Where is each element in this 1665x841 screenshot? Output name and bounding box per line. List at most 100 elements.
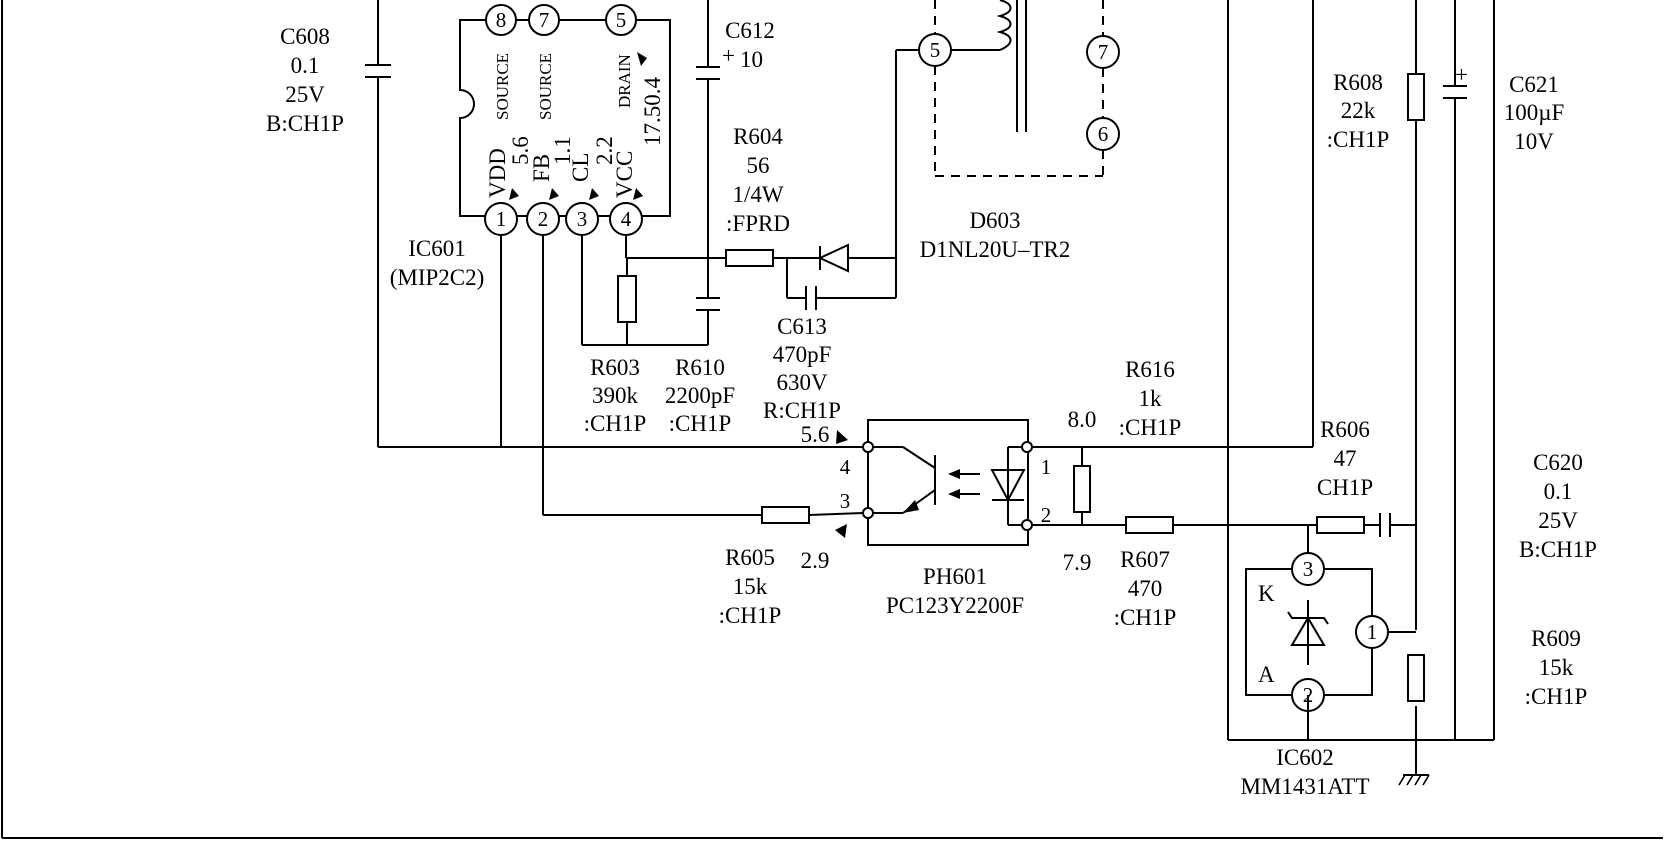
r604-ref: R604 — [733, 124, 783, 149]
r604-value: 56 — [747, 153, 770, 178]
ic601-cl-voltage: 2.2 — [592, 136, 617, 165]
ic601-top-pins — [485, 4, 670, 36]
ic601-part: (MIP2C2) — [390, 265, 485, 290]
r610-ref: R610 — [675, 355, 725, 380]
r608-resistor — [1407, 73, 1425, 121]
c620-ref: C620 — [1533, 450, 1583, 475]
right-rails — [1227, 0, 1495, 775]
c613-ref: C613 — [777, 314, 827, 339]
c608-code: B:CH1P — [266, 111, 344, 136]
r603-resistor — [617, 275, 637, 323]
r608-code: :CH1P — [1327, 127, 1390, 152]
c612-capacitor — [696, 0, 720, 258]
r605-ref: R605 — [725, 545, 775, 570]
r603-code: :CH1P — [584, 411, 647, 436]
ic602-shunt-regulator — [1245, 552, 1416, 740]
r616-value: 1k — [1139, 386, 1163, 411]
c620-value: 0.1 — [1544, 479, 1573, 504]
ph601-pin4: 4 — [840, 455, 851, 479]
ic601-pin7: 7 — [539, 8, 550, 32]
c608-value: 0.1 — [291, 53, 320, 78]
ic601-cl-name: CL — [568, 153, 593, 182]
c613-value: 470pF — [773, 342, 832, 367]
ic601-pin8: 8 — [496, 8, 507, 32]
ph601-pin2: 2 — [1041, 503, 1052, 527]
transformer-pin7: 7 — [1098, 40, 1109, 64]
r616-resistor — [1073, 465, 1091, 513]
c613-voltage: 630V — [776, 370, 828, 395]
pin5-marker — [637, 52, 647, 66]
vcc-marker — [633, 188, 643, 200]
c612-value: 10 — [740, 47, 763, 72]
c621-voltage: 10V — [1514, 129, 1554, 154]
ph601-pin1-voltage: 8.0 — [1068, 407, 1097, 432]
d603-ref: D603 — [969, 208, 1020, 233]
ic602-ref: IC602 — [1276, 745, 1334, 770]
ic601-pin4: 4 — [621, 207, 632, 231]
r606-resistor — [1316, 516, 1365, 534]
r616-wiring — [1032, 446, 1313, 525]
ic601-vdd-voltage: 5.6 — [508, 136, 533, 165]
ic601-wiring — [500, 235, 762, 516]
c621-polarity: + — [1455, 62, 1468, 87]
ic602-pin2: 2 — [1303, 683, 1314, 707]
ic602-pin1: 1 — [1367, 620, 1378, 644]
ic602-part: MM1431ATT — [1240, 774, 1369, 799]
r610-capacitor — [696, 297, 720, 311]
ic601-fb-name: FB — [529, 154, 554, 182]
r604-code: :FPRD — [726, 211, 790, 236]
c621-ref: C621 — [1509, 72, 1559, 97]
r605-wire — [808, 512, 864, 516]
ic601-vdd-name: VDD — [485, 148, 510, 198]
r605-code: :CH1P — [719, 603, 782, 628]
r604-resistor — [725, 249, 774, 267]
r607-resistor — [1125, 516, 1174, 534]
ph601-pin3: 3 — [840, 489, 851, 513]
transformer-pin6: 6 — [1098, 122, 1109, 146]
r606-code: CH1P — [1317, 475, 1373, 500]
ic601-pin5: 5 — [616, 8, 627, 32]
ground-symbol — [1398, 774, 1430, 786]
ic602-k-label: K — [1258, 581, 1275, 606]
ph601-optocoupler — [862, 419, 1033, 546]
r610-code: :CH1P — [669, 411, 732, 436]
d603-part: D1NL20U–TR2 — [920, 237, 1071, 262]
r616-code: :CH1P — [1119, 415, 1182, 440]
ic601-pin8-name: SOURCE — [493, 53, 512, 120]
ph601-part: PC123Y2200F — [886, 593, 1024, 618]
r603-value: 390k — [592, 383, 639, 408]
c620-voltage: 25V — [1538, 508, 1578, 533]
ic601-body — [459, 19, 671, 217]
r607-value: 470 — [1128, 576, 1163, 601]
r608-ref: R608 — [1333, 70, 1383, 95]
vdd-marker — [509, 188, 519, 200]
r608-value: 22k — [1341, 98, 1376, 123]
r609-value: 15k — [1539, 655, 1574, 680]
ic601-pin1: 1 — [496, 207, 507, 231]
r606-value: 47 — [1334, 446, 1357, 471]
c608-capacitor — [365, 0, 391, 447]
r609-resistor — [1407, 654, 1425, 702]
c613-capacitor — [786, 50, 897, 310]
ic601-bottom-pins — [484, 202, 643, 236]
c612-ref: C612 — [725, 18, 775, 43]
r609-ref: R609 — [1531, 626, 1581, 651]
r605-resistor — [761, 506, 810, 524]
r606-ref: R606 — [1320, 417, 1370, 442]
ph601-ref: PH601 — [923, 564, 987, 589]
fb-marker — [549, 188, 559, 200]
r607-code: :CH1P — [1114, 605, 1177, 630]
transformer-pin5: 5 — [930, 38, 941, 62]
c608-ref: C608 — [280, 24, 330, 49]
ph601-pin3-voltage: 2.9 — [801, 548, 830, 573]
r607-wiring — [1032, 524, 1317, 553]
r606-c620-wiring — [1364, 513, 1416, 537]
r609-code: :CH1P — [1525, 684, 1588, 709]
ic601-fb-voltage: 1.1 — [550, 136, 575, 165]
ic601-ref: IC601 — [408, 236, 466, 261]
cl-marker — [589, 188, 599, 200]
c608-voltage: 25V — [285, 82, 325, 107]
c620-code: B:CH1P — [1519, 537, 1597, 562]
